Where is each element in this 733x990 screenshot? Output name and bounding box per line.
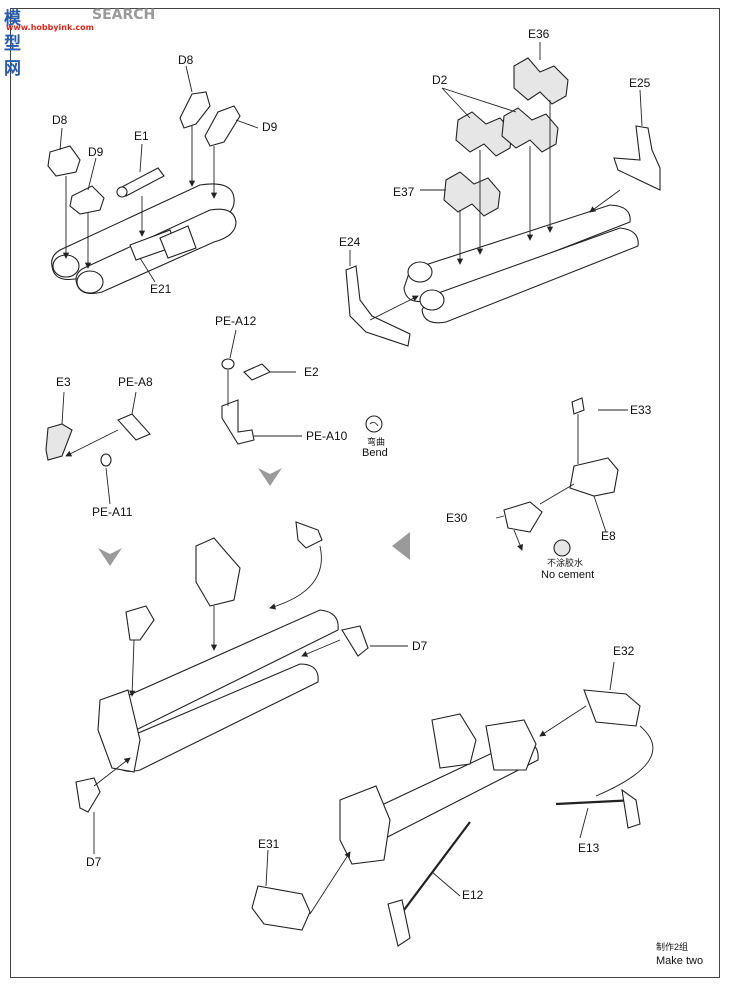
label-e13: E13 bbox=[578, 841, 600, 855]
step1-assembly bbox=[47, 65, 259, 295]
label-d8-left: D8 bbox=[52, 113, 68, 127]
bend-icon bbox=[365, 415, 383, 433]
label-make-two-en: Make two bbox=[656, 955, 704, 967]
label-e1: E1 bbox=[134, 129, 149, 143]
label-d2: D2 bbox=[432, 73, 448, 87]
label-e31: E31 bbox=[258, 837, 280, 851]
label-bend-en: Bend bbox=[362, 447, 388, 459]
step2-assembly bbox=[345, 42, 661, 347]
watermark-search-text: SEARCH bbox=[92, 7, 156, 23]
label-e32: E32 bbox=[613, 644, 635, 658]
label-no-cement-cn: 不涂胶水 bbox=[547, 558, 584, 568]
watermark-logo-text: 模型网 bbox=[4, 9, 22, 79]
label-pe-a10: PE-A10 bbox=[306, 429, 348, 443]
step3-assembly bbox=[45, 391, 151, 505]
label-e2: E2 bbox=[304, 365, 319, 379]
label-make-two-cn: 制作2组 bbox=[656, 942, 689, 952]
step-arrow-icon bbox=[98, 468, 410, 566]
label-e21: E21 bbox=[150, 282, 172, 296]
label-d9-left: D9 bbox=[88, 145, 104, 159]
label-e12: E12 bbox=[462, 888, 484, 902]
label-bend-cn: 弯曲 bbox=[367, 437, 386, 447]
label-e8: E8 bbox=[601, 529, 616, 543]
step7-assembly bbox=[251, 661, 654, 947]
label-e33: E33 bbox=[630, 403, 652, 417]
no-cement-icon bbox=[553, 539, 571, 557]
label-e30: E30 bbox=[446, 511, 468, 525]
label-e24: E24 bbox=[339, 235, 361, 249]
label-pe-a11: PE-A11 bbox=[92, 505, 133, 519]
label-d7-right: D7 bbox=[412, 639, 428, 653]
label-no-cement-en: No cement bbox=[541, 569, 595, 581]
step4-assembly bbox=[221, 329, 383, 445]
label-e37: E37 bbox=[393, 185, 415, 199]
label-d9-right: D9 bbox=[262, 120, 278, 134]
label-pe-a12: PE-A12 bbox=[215, 314, 257, 328]
step5-assembly bbox=[495, 397, 628, 557]
label-d7-left: D7 bbox=[86, 855, 102, 869]
label-e3: E3 bbox=[56, 375, 71, 389]
label-e25: E25 bbox=[629, 76, 651, 90]
label-e36: E36 bbox=[528, 27, 550, 41]
label-pe-a8: PE-A8 bbox=[118, 375, 153, 389]
label-d8-top: D8 bbox=[178, 53, 194, 67]
watermark-logo-sub: www.hobbyink.com bbox=[6, 23, 94, 32]
step6-assembly bbox=[75, 521, 408, 854]
instruction-frame bbox=[10, 8, 720, 978]
